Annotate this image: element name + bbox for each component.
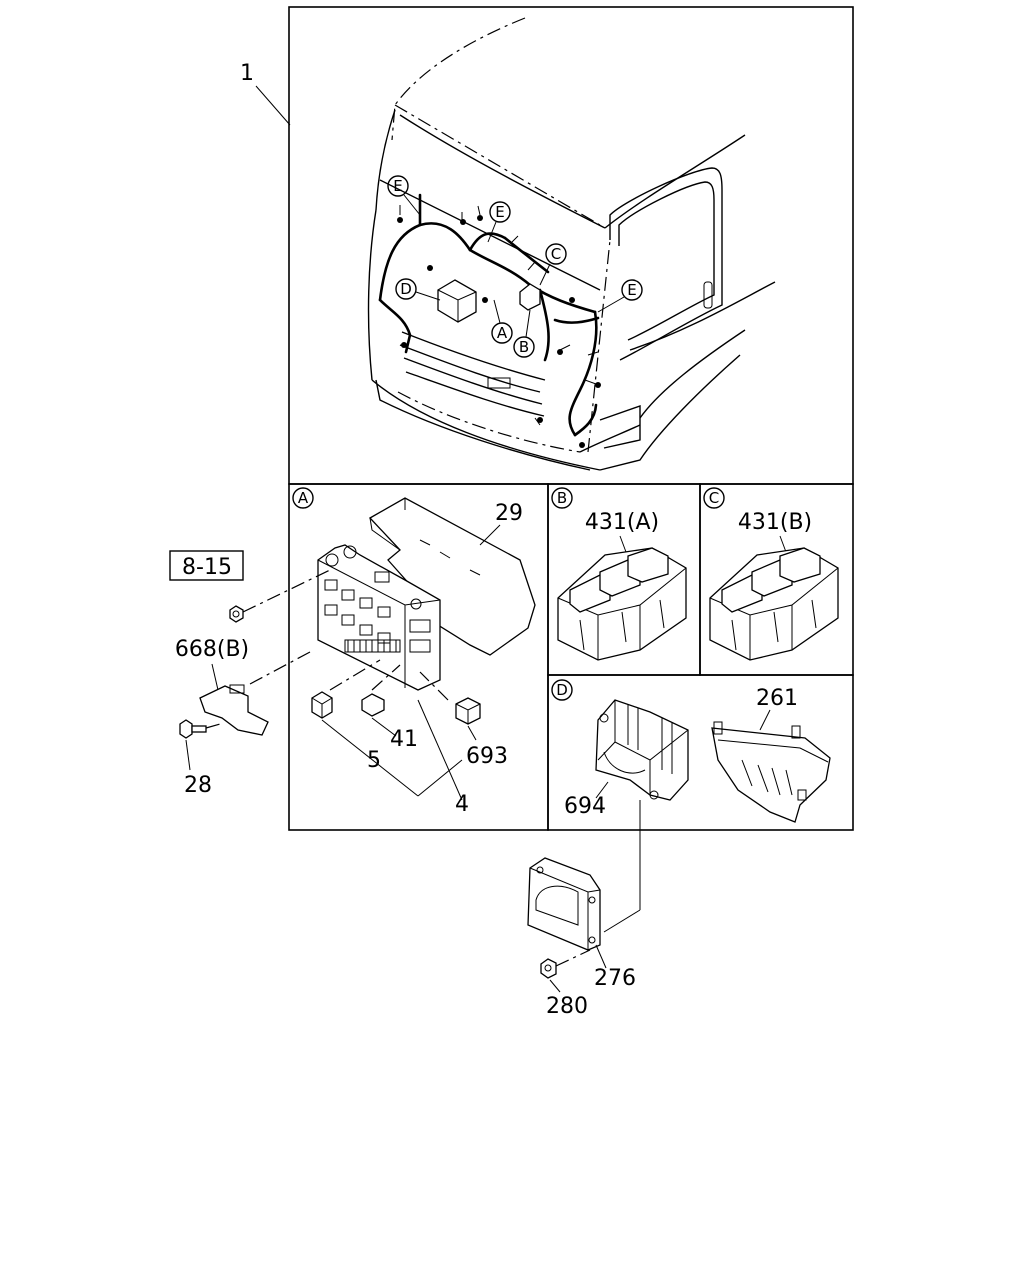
zone-markers: E E C E D A B — [387, 175, 643, 358]
callout-bracket: 668(B) — [175, 637, 249, 662]
callout-bolt: 28 — [184, 773, 212, 798]
detail-frame-d — [547, 674, 854, 831]
detail-a-fuse-box: A 29 — [292, 487, 536, 817]
zone-marker-c-label: C — [551, 245, 561, 263]
callout-relay-block-a: 431(A) — [585, 510, 659, 535]
zone-marker-a — [491, 322, 513, 344]
callout-ref: 8-15 — [182, 555, 232, 580]
callout-ecu-cover: 261 — [756, 686, 798, 711]
zone-marker-e1 — [387, 175, 409, 197]
wiring-harness-drawing — [378, 193, 601, 448]
zone-marker-e2-label: E — [495, 203, 504, 221]
detail-b-marker: B — [557, 489, 567, 507]
zone-marker-a-label: A — [497, 324, 508, 342]
zone-marker-c — [545, 243, 567, 265]
reference-box — [169, 550, 244, 581]
zone-marker-b — [513, 336, 535, 358]
detail-d-marker: D — [556, 681, 568, 699]
truck-cab-drawing — [367, 17, 776, 471]
callout-nut: 280 — [546, 994, 588, 1019]
outside-left-parts: 8-15 668(B) 28 — [169, 550, 331, 798]
zone-marker-d — [395, 278, 417, 300]
zone-marker-e3 — [621, 279, 643, 301]
detail-b-relay-block: B 431(A) — [551, 487, 687, 661]
callout-relay-693: 693 — [466, 744, 508, 769]
callout-relay-41: 41 — [390, 727, 418, 752]
zone-marker-e1-label: E — [393, 177, 402, 195]
callout-fuse-box-cover: 29 — [495, 501, 523, 526]
panel-frames — [288, 6, 854, 831]
callout-group-4: 4 — [455, 792, 469, 817]
callout-relay-block-b: 431(B) — [738, 510, 812, 535]
zone-marker-e3-label: E — [627, 281, 636, 299]
detail-d-ecu-box: D 694 261 — [551, 679, 831, 823]
detail-a-marker: A — [298, 489, 309, 507]
zone-marker-d-label: D — [400, 280, 412, 298]
callout-ecu-box: 694 — [564, 794, 606, 819]
callout-relay-5: 5 — [367, 748, 381, 773]
callout-ecu-bracket: 276 — [594, 966, 636, 991]
lower-bracket-parts: 276 280 — [527, 800, 641, 1019]
detail-c-marker: C — [709, 489, 719, 507]
zone-marker-b-label: B — [519, 338, 529, 356]
detail-c-relay-block: C 431(B) — [703, 487, 839, 661]
callout-harness: 1 — [240, 61, 254, 86]
zone-marker-e2 — [489, 201, 511, 223]
